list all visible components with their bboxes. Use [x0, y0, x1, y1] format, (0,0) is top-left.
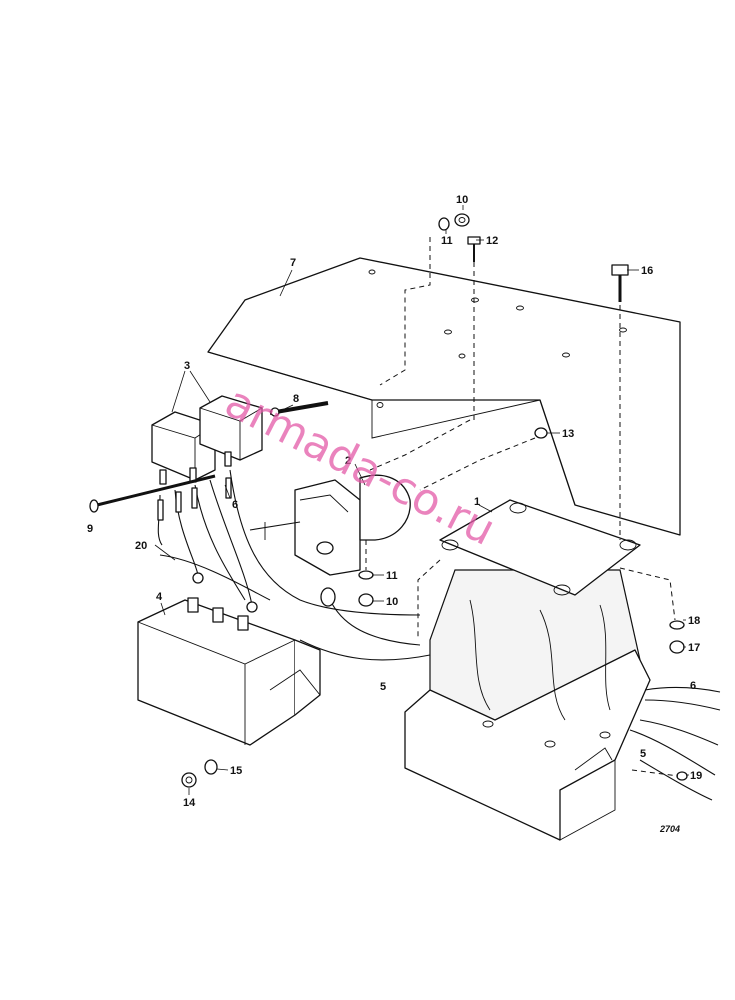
callout-10-solenoid: 10 [386, 596, 398, 608]
callout-3: 3 [184, 360, 190, 372]
assembly-lines [365, 237, 679, 777]
fasteners [181, 213, 688, 788]
callout-2: 2 [345, 455, 351, 467]
callout-12: 12 [486, 235, 498, 247]
callout-16: 16 [641, 265, 653, 277]
callout-1: 1 [474, 496, 480, 508]
screw [89, 474, 216, 513]
callout-13: 13 [562, 428, 574, 440]
callout-9: 9 [87, 523, 93, 535]
callout-6-relay: 6 [232, 499, 238, 511]
callout-5-regulator: 5 [380, 681, 386, 693]
solenoid [249, 474, 411, 576]
callout-15: 15 [230, 765, 242, 777]
callout-11-solenoid: 11 [386, 570, 398, 582]
relays [151, 395, 263, 485]
callout-20: 20 [135, 540, 147, 552]
callout-14: 14 [183, 797, 196, 809]
callout-8: 8 [293, 393, 299, 405]
figure-number: 2704 [659, 824, 680, 834]
cover-plate [207, 257, 681, 536]
callout-19: 19 [690, 770, 702, 782]
callout-6-harness: 6 [690, 680, 696, 692]
callout-11-top: 11 [441, 235, 453, 247]
voltage-regulator [137, 597, 321, 746]
leader-lines [154, 205, 689, 795]
callout-17: 17 [688, 642, 700, 654]
callout-10-top: 10 [456, 194, 468, 206]
wiring [157, 469, 721, 801]
callout-18: 18 [688, 615, 700, 627]
control-unit-housing [404, 499, 651, 841]
callout-4: 4 [156, 591, 163, 603]
callout-7: 7 [290, 257, 296, 269]
callout-5-harness: 5 [640, 748, 646, 760]
callout-labels: 7 3 8 2 1 9 6 20 4 5 10 11 12 16 13 11 1… [87, 194, 702, 834]
